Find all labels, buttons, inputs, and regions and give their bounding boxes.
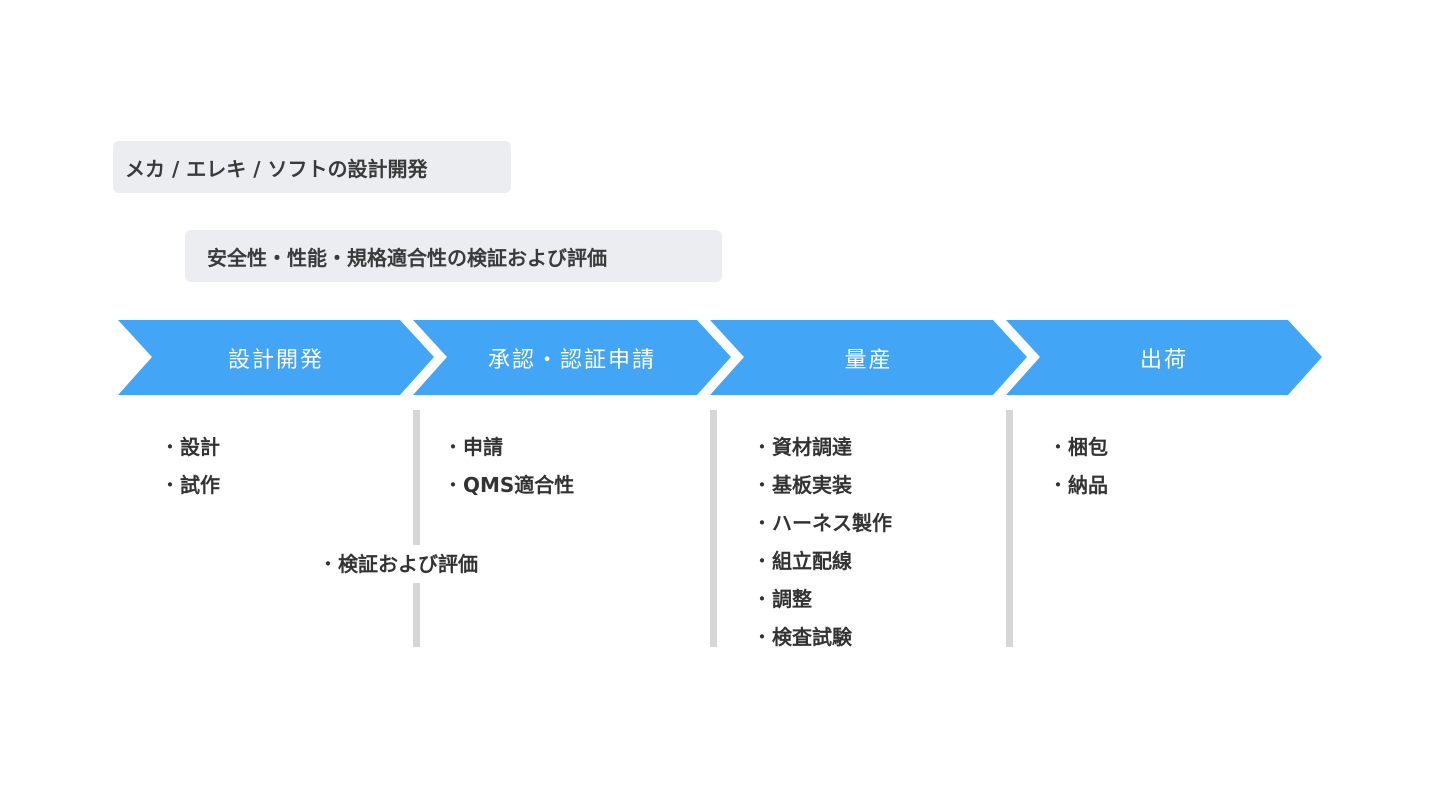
stage-arrow-design (118, 320, 434, 395)
stage-label-approval: 承認・認証申請 (487, 347, 656, 373)
dev-scope-tag: メカ / エレキ / ソフトの設計開発 (113, 141, 511, 193)
list-item: 納品 (1048, 466, 1108, 504)
list-item: 調整 (752, 580, 892, 618)
list-item: 資材調達 (752, 428, 892, 466)
list-item: 梱包 (1048, 428, 1108, 466)
list-item: 組立配線 (752, 542, 892, 580)
stage-label-production: 量産 (844, 347, 893, 373)
stage-label-shipping: 出荷 (1139, 347, 1188, 373)
list-item: ハーネス製作 (752, 504, 892, 542)
stage-arrow-shipping (1006, 320, 1322, 395)
divider-approval (413, 410, 420, 647)
design-tasks-list: 設計 試作 (160, 428, 220, 504)
list-item: 基板実装 (752, 466, 892, 504)
divider-production (710, 410, 717, 647)
production-tasks-list: 資材調達 基板実装 ハーネス製作 組立配線 調整 検査試験 (752, 428, 892, 656)
list-item: 試作 (160, 466, 220, 504)
verification-scope-tag: 安全性・性能・規格適合性の検証および評価 (185, 230, 722, 282)
stage-arrow-production (710, 320, 1027, 395)
list-item: 検査試験 (752, 618, 892, 656)
list-item: 申請 (443, 428, 574, 466)
shipping-tasks-list: 梱包 納品 (1048, 428, 1108, 504)
verification-item: 検証および評価 (318, 545, 486, 583)
stage-label-design: 設計開発 (227, 347, 324, 373)
divider-shipping (1006, 410, 1013, 647)
list-item: 設計 (160, 428, 220, 466)
approval-tasks-list: 申請 QMS適合性 (443, 428, 574, 504)
list-item: QMS適合性 (443, 466, 574, 504)
stage-arrow-approval (413, 320, 731, 395)
